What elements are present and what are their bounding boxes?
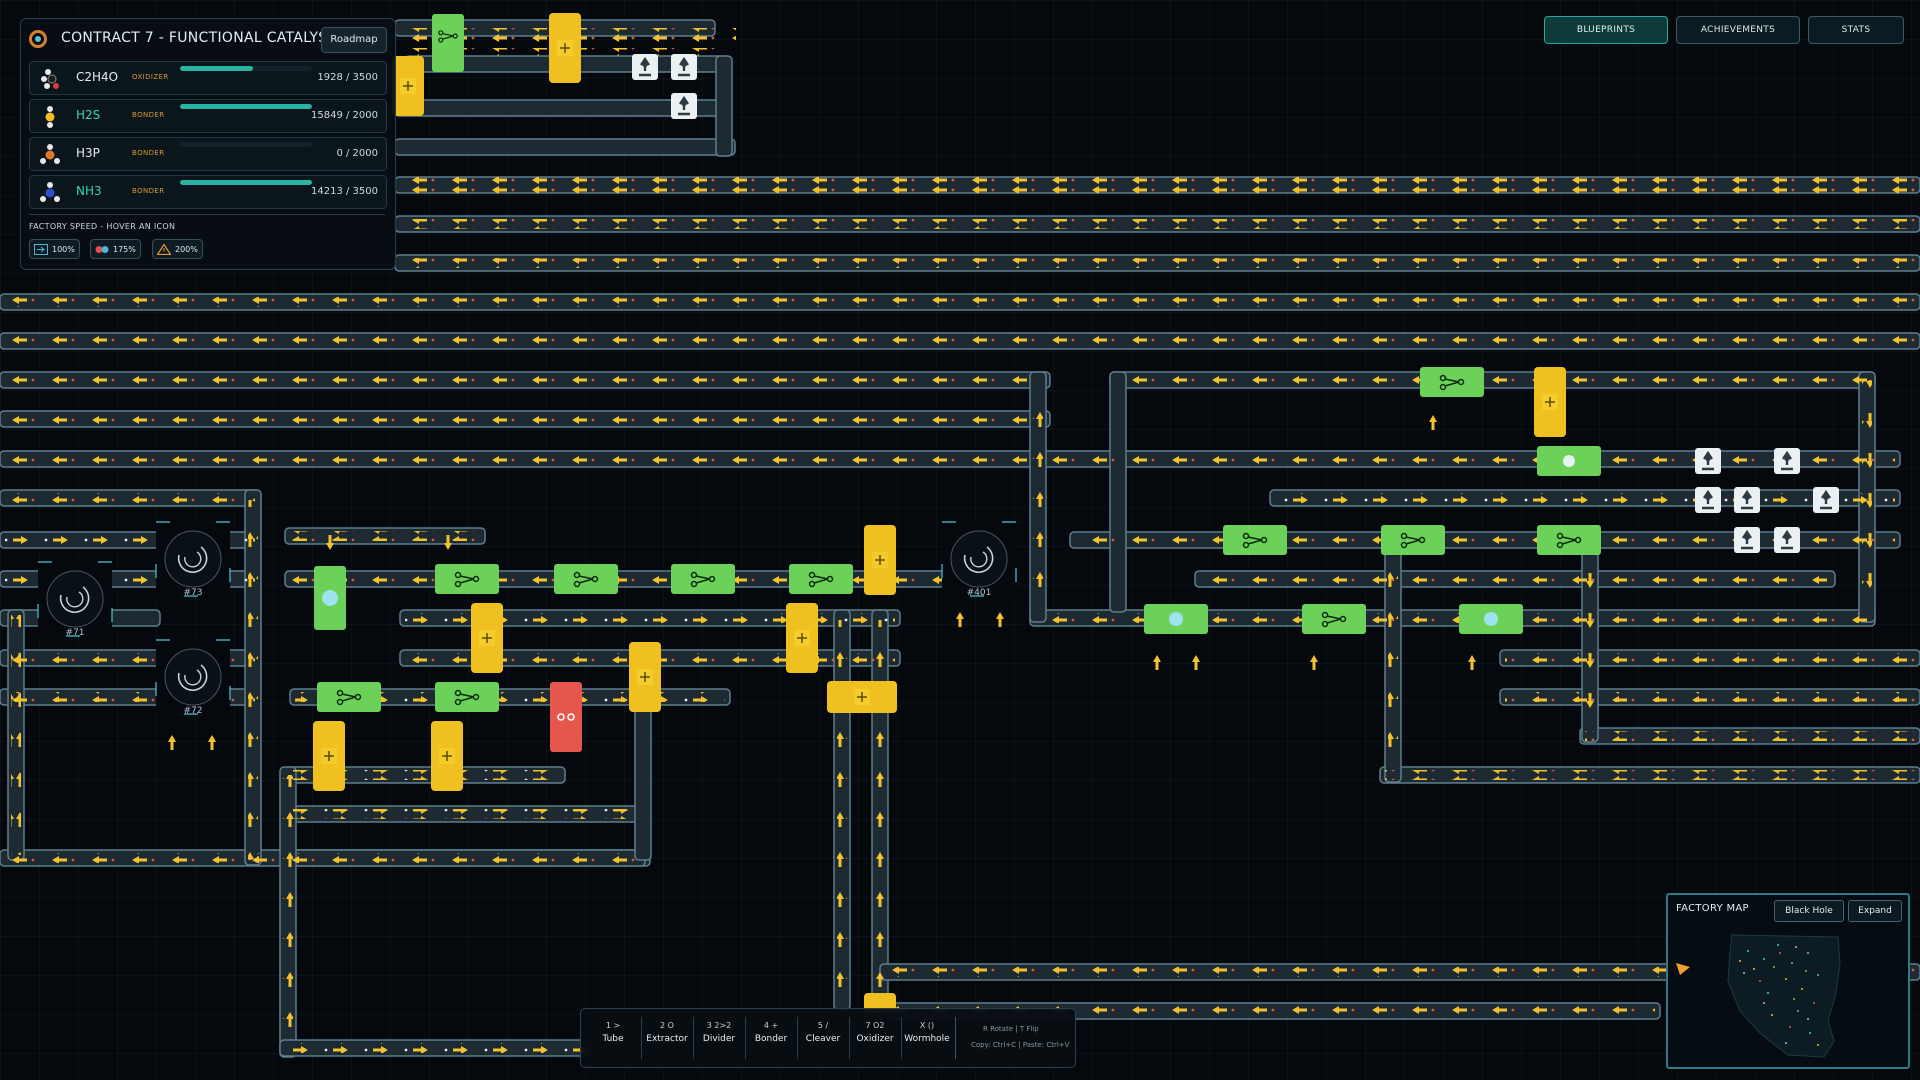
player-pointer-icon [1676, 963, 1690, 975]
tool-key: 5 / [817, 1021, 829, 1030]
tool-name: Cleaver [805, 1034, 841, 1044]
stats-button[interactable]: STATS [1808, 16, 1904, 44]
molecule-icon [40, 144, 60, 164]
molecule-tag: BONDER [132, 149, 165, 157]
black-hole-71[interactable]: #71 [37, 561, 113, 638]
tool-name: Tube [602, 1034, 624, 1044]
progress-fill [180, 180, 312, 185]
progress-fill [180, 66, 253, 71]
speed-chip-atom[interactable]: 175% [90, 239, 141, 259]
molecule-count: 15849 / 2000 [311, 110, 378, 121]
speed-chip-warning[interactable]: 200% [152, 239, 203, 259]
black-hole-401[interactable]: #401 [941, 521, 1017, 598]
tool-key: 1 > [605, 1021, 621, 1030]
contract-header: CONTRACT 7 - FUNCTIONAL CATALYSIS Roadma… [29, 27, 387, 53]
molecule-icon [45, 106, 55, 128]
molecule-row-h3p[interactable]: H3P BONDER 0 / 2000 [29, 137, 387, 171]
black-hole-label: #71 [66, 628, 85, 638]
molecule-count: 0 / 2000 [336, 148, 378, 159]
tool-key: X () [919, 1021, 935, 1030]
tool-divider [797, 1017, 798, 1059]
molecule-name: H3P [76, 146, 100, 160]
conveyor-speed-icon [34, 244, 48, 255]
bonder-machines[interactable] [314, 14, 1601, 712]
molecule-row-h2s[interactable]: H2S BONDER 15849 / 2000 [29, 99, 387, 133]
speed-value: 100% [52, 245, 75, 254]
roadmap-button[interactable]: Roadmap [321, 27, 387, 53]
tool-name: Oxidizer [856, 1034, 894, 1044]
right-cluster-arrows [1033, 375, 1915, 780]
molecule-tag: BONDER [132, 187, 165, 195]
progress-fill [180, 104, 312, 109]
tool-key: 2 O [660, 1021, 674, 1030]
atom-speed-icon [95, 246, 109, 253]
tool-bonder[interactable]: 4 + Bonder [747, 1017, 795, 1059]
molecule-tag: BONDER [132, 111, 165, 119]
factory-minimap[interactable]: FACTORY MAP Black Hole Expand [1666, 893, 1910, 1069]
tool-divider [693, 1017, 694, 1059]
black-hole-label: #72 [184, 706, 203, 716]
tool-divider [901, 1017, 902, 1059]
panel-divider [29, 214, 385, 215]
speed-value: 200% [175, 245, 198, 254]
black-hole-label: #73 [184, 588, 203, 598]
tool-name: Divider [702, 1034, 736, 1044]
molecule-progress-bar [180, 180, 312, 185]
minimap-title: FACTORY MAP [1676, 903, 1749, 914]
tool-key: 7 O2 [865, 1021, 885, 1030]
tool-divider [955, 1017, 956, 1059]
tool-oxidizer[interactable]: 7 O2 Oxidizer [851, 1017, 899, 1059]
molecule-name: C2H4O [76, 70, 119, 84]
tool-divider [745, 1017, 746, 1059]
contract-logo-icon [29, 30, 47, 48]
contract-panel: CONTRACT 7 - FUNCTIONAL CATALYSIS Roadma… [20, 18, 396, 270]
minimap-render [1676, 934, 1841, 1058]
tool-name: Extractor [646, 1034, 688, 1044]
molecule-row-nh3[interactable]: NH3 BONDER 14213 / 3500 [29, 175, 387, 209]
blueprints-button[interactable]: BLUEPRINTS [1544, 16, 1668, 44]
tool-cleaver[interactable]: 5 / Cleaver [799, 1017, 847, 1059]
tool-name: Wormhole [904, 1034, 950, 1044]
tool-name: Bonder [754, 1034, 788, 1044]
tool-extractor[interactable]: 2 O Extractor [643, 1017, 691, 1059]
molecule-name: H2S [76, 108, 101, 122]
black-hole-label: #401 [967, 588, 992, 598]
tool-divider [641, 1017, 642, 1059]
expand-button[interactable]: Expand [1848, 900, 1902, 922]
left-cluster-arrows [5, 493, 1915, 1053]
tool-wormhole[interactable]: X () Wormhole [903, 1017, 951, 1059]
rotate-hint: R Rotate | T Flip [983, 1025, 1039, 1033]
cleaver-machine[interactable] [550, 682, 582, 752]
tool-key: 3 2>2 [706, 1021, 732, 1030]
molecule-count: 1928 / 3500 [317, 72, 378, 83]
molecule-icon [41, 69, 59, 89]
speed-value: 175% [113, 245, 136, 254]
achievements-button[interactable]: ACHIEVEMENTS [1676, 16, 1800, 44]
molecule-icon [40, 182, 60, 202]
black-hole-button[interactable]: Black Hole [1774, 900, 1844, 922]
molecule-progress-bar [180, 142, 312, 147]
tool-key: 4 + [763, 1021, 779, 1030]
black-hole-73[interactable]: #73 [155, 521, 231, 598]
splitter-machines[interactable] [313, 13, 1566, 1013]
contract-title: CONTRACT 7 - FUNCTIONAL CATALYSIS [61, 30, 342, 46]
molecule-count: 14213 / 3500 [311, 186, 378, 197]
molecule-name: NH3 [76, 184, 102, 198]
molecule-progress-bar [180, 66, 312, 71]
molecule-tag: OXIDIZER [132, 73, 169, 81]
tool-divider [849, 1017, 850, 1059]
copy-hint: Copy: Ctrl+C | Paste: Ctrl+V [971, 1041, 1070, 1049]
speed-chip-conveyor[interactable]: 100% [29, 239, 80, 259]
molecule-progress-bar [180, 104, 312, 109]
tool-tube[interactable]: 1 > Tube [589, 1017, 637, 1059]
warning-speed-icon [157, 244, 171, 255]
black-hole-72[interactable]: #72 [155, 639, 231, 716]
main-belt-arrows [5, 180, 1915, 464]
molecule-row-c2h4o[interactable]: C2H4O OXIDIZER 1928 / 3500 [29, 61, 387, 95]
factory-speed-label: FACTORY SPEED - HOVER AN ICON [29, 222, 176, 231]
